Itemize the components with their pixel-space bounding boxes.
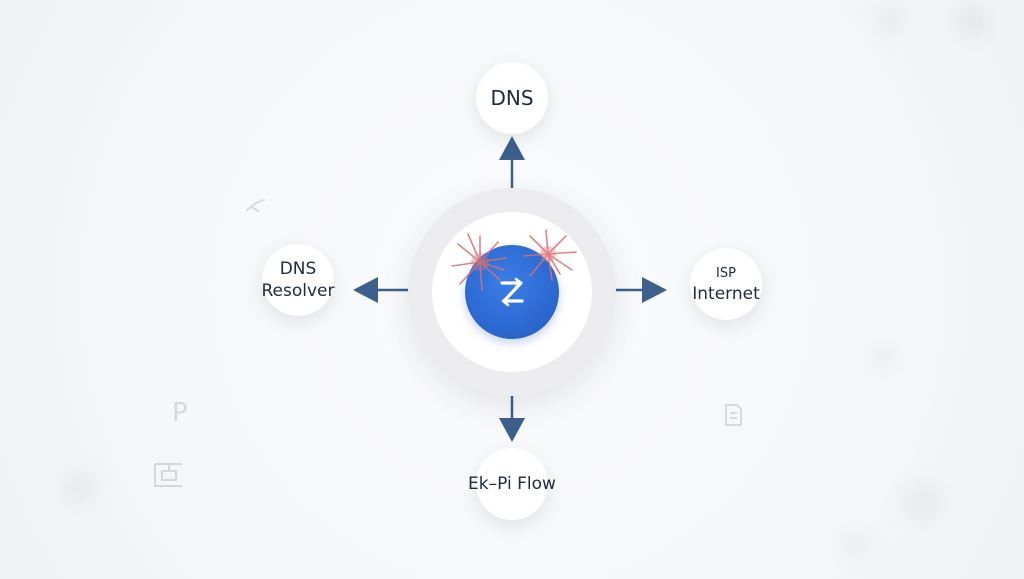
node-isp-internet-line1: ISP bbox=[716, 266, 736, 281]
node-dns-resolver-line1: DNS bbox=[279, 259, 317, 279]
faint-doc-icon bbox=[725, 404, 742, 426]
refresh-z-icon bbox=[500, 277, 524, 307]
background-blur-dot bbox=[955, 5, 989, 39]
faint-pin-icon bbox=[246, 199, 265, 212]
background-blur-dot bbox=[875, 5, 905, 35]
faint-circuit-icon bbox=[154, 463, 182, 487]
arrow-up-head bbox=[499, 136, 525, 160]
node-ek-pi-flow-label: Ek–Pi Flow bbox=[468, 474, 556, 494]
background-blur-dot bbox=[870, 345, 896, 371]
background-blur-dot bbox=[840, 530, 870, 560]
node-dns-resolver-line2: Resolver bbox=[261, 281, 335, 301]
arrow-left-head bbox=[353, 277, 378, 303]
faint-letter-p: P bbox=[172, 398, 188, 428]
node-dns[interactable]: DNS bbox=[476, 62, 548, 134]
arrow-down-head bbox=[499, 418, 525, 442]
node-ek-pi-flow[interactable]: Ek–Pi Flow bbox=[468, 448, 556, 520]
node-dns-label: DNS bbox=[490, 86, 534, 110]
center-hub[interactable] bbox=[465, 245, 559, 339]
background-blur-dot bbox=[900, 480, 944, 524]
arrow-right-head bbox=[642, 277, 667, 303]
background-blur-dot bbox=[62, 470, 98, 506]
node-isp-internet[interactable]: ISP Internet bbox=[690, 248, 762, 320]
node-dns-resolver[interactable]: DNS Resolver bbox=[261, 244, 335, 316]
node-isp-internet-line2: Internet bbox=[692, 284, 760, 304]
